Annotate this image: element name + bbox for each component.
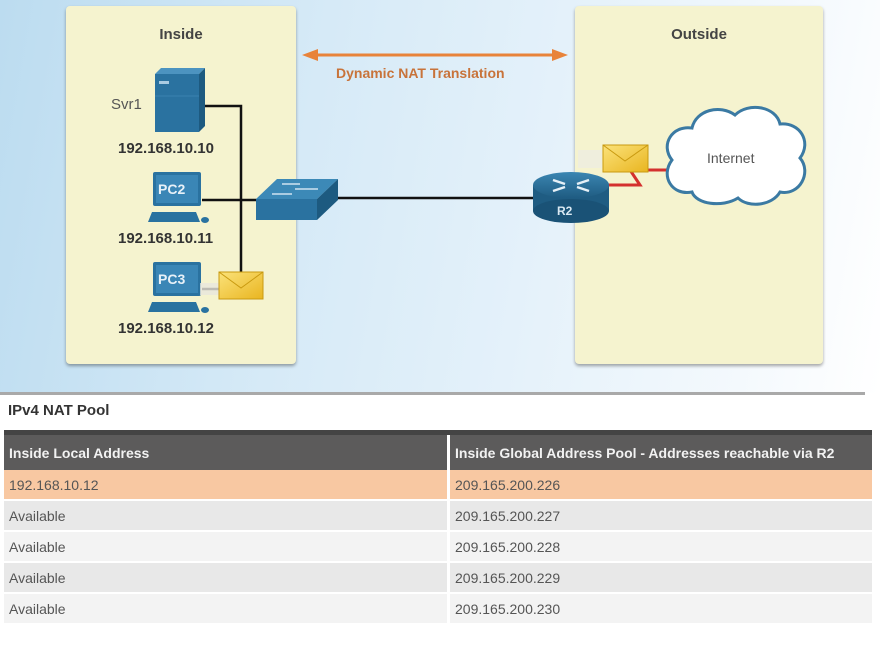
inside-zone-title: Inside [159,26,203,43]
pc3-ip-label: 192.168.10.12 [118,320,214,337]
inside-local-cell: Available [4,531,450,563]
nat-pool-table: Inside Local Address Inside Global Addre… [4,430,872,625]
inside-global-cell: 209.165.200.227 [448,500,872,532]
nat-pool-title: IPv4 NAT Pool [8,402,110,419]
arrow-left-head-icon [302,49,318,61]
pc2-ip-label: 192.168.10.11 [118,230,214,247]
lan-links [202,104,535,291]
pc2-name-label: PC2 [158,181,186,197]
table-row: Available 209.165.200.229 [4,562,872,594]
packet-envelope-icon [200,271,264,300]
server-icon [155,68,205,132]
inside-global-cell: 209.165.200.230 [448,593,872,625]
column-header-inside-global: Inside Global Address Pool - Addresses r… [448,432,872,470]
table-row: Available 209.165.200.228 [4,531,872,563]
inside-local-cell: 192.168.10.12 [4,470,450,501]
outside-zone-title: Outside [671,26,727,43]
switch-icon [256,179,338,220]
table-row: Available 209.165.200.230 [4,593,872,625]
nat-translation-label: Dynamic NAT Translation [336,65,505,81]
server-name-label: Svr1 [111,96,142,113]
inside-global-cell: 209.165.200.226 [448,470,872,501]
inside-local-cell: Available [4,593,450,625]
pc3-icon [148,262,209,313]
table-row: 192.168.10.12 209.165.200.226 [4,470,872,501]
packet-envelope-outside-icon [578,144,649,173]
nat-translation-arrow [302,49,568,61]
pc3-name-label: PC3 [158,271,186,287]
inside-local-cell: Available [4,500,450,532]
inside-global-cell: 209.165.200.228 [448,531,872,563]
column-header-inside-local: Inside Local Address [4,432,450,470]
link-svr1-switch [204,104,243,278]
arrow-right-head-icon [552,49,568,61]
server-ip-label: 192.168.10.10 [118,140,214,157]
nat-topology-diagram: Inside Outside [0,0,880,393]
router-name-label: R2 [557,204,573,218]
internet-cloud-icon [665,105,807,206]
inside-local-cell: Available [4,562,450,594]
router-icon [533,172,609,223]
section-divider [0,392,865,395]
table-row: Available 209.165.200.227 [4,500,872,532]
inside-global-cell: 209.165.200.229 [448,562,872,594]
pc2-icon [148,172,209,223]
internet-label: Internet [707,150,755,166]
table-header-row: Inside Local Address Inside Global Addre… [4,432,872,470]
topology-graphics [148,49,807,313]
